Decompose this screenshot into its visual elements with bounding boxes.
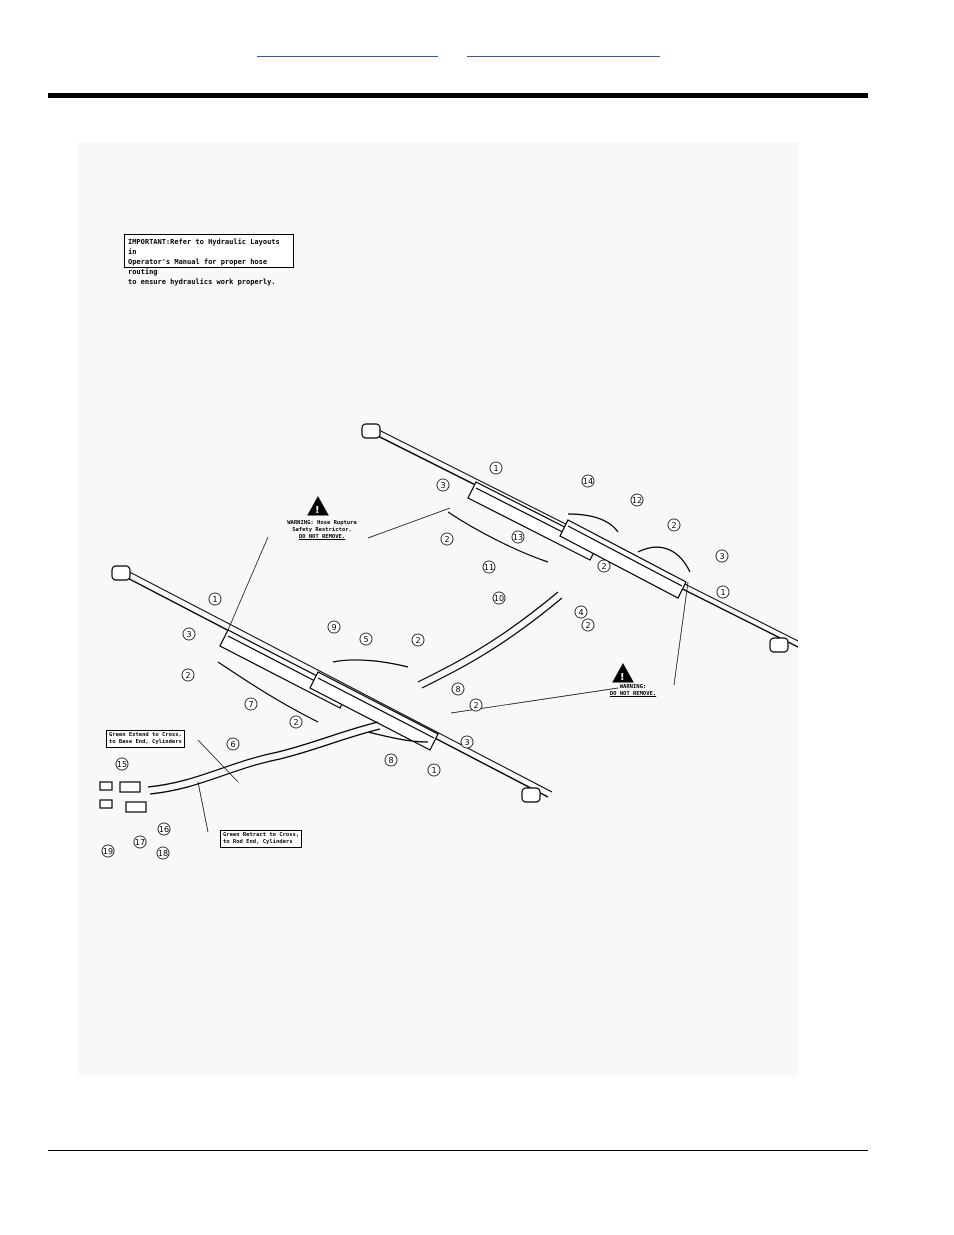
upper-cylinder-right — [559, 519, 687, 599]
upper-clevis-left — [361, 423, 381, 439]
balloon-label: 3 — [464, 738, 469, 747]
extend-hose-line-2: to Base End, Cylinders — [109, 739, 182, 745]
balloon-label: 14 — [583, 477, 593, 486]
coupler-16 — [125, 801, 147, 813]
balloon-label: 18 — [158, 849, 168, 858]
warning-lower-line-2: DO NOT REMOVE. — [609, 691, 657, 697]
balloon-label: 1 — [720, 588, 725, 597]
retract-hose-line-2: to Rod End, Cylinders — [223, 839, 293, 845]
balloon-label: 2 — [185, 671, 190, 680]
balloon-label: 2 — [585, 621, 590, 630]
warning-lower-line-1: WARNING: — [619, 684, 647, 690]
balloon-label: 6 — [230, 740, 235, 749]
hose-6 — [147, 721, 379, 788]
callout-balloons — [101, 461, 730, 860]
hose-9 — [332, 659, 409, 668]
warning-upper-line-3: DO NOT REMOVE. — [298, 534, 346, 540]
balloon-label: 8 — [388, 756, 393, 765]
important-note-line-2: Operator's Manual for proper hose routin… — [128, 258, 268, 276]
upper-cylinder-left — [467, 481, 599, 561]
lower-cylinder-right — [309, 671, 439, 751]
balloon-label: 5 — [363, 635, 368, 644]
balloon-label: 3 — [719, 552, 724, 561]
footer-rule — [48, 1150, 868, 1151]
warning-upper-line-1: WARNING: Hose Rupture — [287, 520, 357, 526]
balloon-label: 12 — [632, 496, 642, 505]
balloon-label: 2 — [601, 562, 606, 571]
important-note-line-1: IMPORTANT:Refer to Hydraulic Layouts in — [128, 238, 280, 256]
coupler-17 — [99, 781, 113, 791]
balloon-label: 2 — [671, 521, 676, 530]
warning-upper-line-2: Safety Restrictor. — [292, 527, 352, 533]
svg-text:!: ! — [315, 505, 320, 516]
warning-lower-label: WARNING: DO NOT REMOVE. — [598, 684, 668, 698]
lower-clevis-right — [521, 787, 541, 803]
balloon-label: 2 — [444, 535, 449, 544]
balloon-label: 9 — [331, 623, 336, 632]
balloon-label: 1 — [493, 464, 498, 473]
balloon-label: 3 — [186, 630, 191, 639]
assembly-drawing: ! ! — [99, 423, 798, 860]
hose-8 — [367, 731, 429, 743]
balloon-label: 1 — [212, 595, 217, 604]
hydraulic-diagram: IMPORTANT:Refer to Hydraulic Layouts in … — [78, 142, 798, 1076]
svg-text:!: ! — [620, 672, 625, 683]
warning-icon — [307, 495, 634, 683]
coupler-15 — [119, 781, 141, 793]
balloon-label: 4 — [578, 608, 583, 617]
hose-10 — [417, 591, 559, 683]
hose-14 — [567, 513, 619, 533]
retract-hose-line-1: Green Retract to Cross, — [223, 832, 300, 838]
extend-hose-label: Green Extend to Cross, to Base End, Cyli… — [106, 730, 185, 748]
balloon-label: 7 — [248, 700, 253, 709]
warning-upper-label: WARNING: Hose Rupture Safety Restrictor.… — [274, 520, 370, 541]
hose-12 — [637, 546, 691, 573]
retract-hose-label: Green Retract to Cross, to Rod End, Cyli… — [220, 830, 303, 848]
balloon-label: 13 — [513, 533, 523, 542]
lower-clevis-left — [111, 565, 131, 581]
balloon-label: 3 — [440, 481, 445, 490]
coupler-19 — [99, 799, 113, 809]
extend-hose-line-1: Green Extend to Cross, — [109, 732, 182, 738]
hose-7 — [217, 661, 319, 723]
balloon-label: 17 — [135, 838, 145, 847]
balloon-label: 2 — [415, 636, 420, 645]
hose-11 — [447, 511, 549, 563]
upper-clevis-right — [769, 637, 789, 653]
balloon-label: 2 — [473, 701, 478, 710]
balloon-label: 8 — [455, 685, 460, 694]
balloon-label: 11 — [484, 563, 494, 572]
balloon-label: 2 — [293, 718, 298, 727]
nav-link-1[interactable] — [257, 44, 438, 57]
important-note: IMPORTANT:Refer to Hydraulic Layouts in … — [124, 234, 294, 286]
nav-link-2[interactable] — [467, 44, 660, 57]
important-note-line-3: to ensure hydraulics work properly. — [128, 278, 276, 286]
balloon-label: 16 — [159, 825, 169, 834]
balloon-label: 1 — [431, 766, 436, 775]
header-rule — [48, 93, 868, 98]
balloon-label: 19 — [103, 847, 113, 856]
balloon-label: 10 — [494, 594, 504, 603]
balloon-label: 15 — [117, 760, 127, 769]
